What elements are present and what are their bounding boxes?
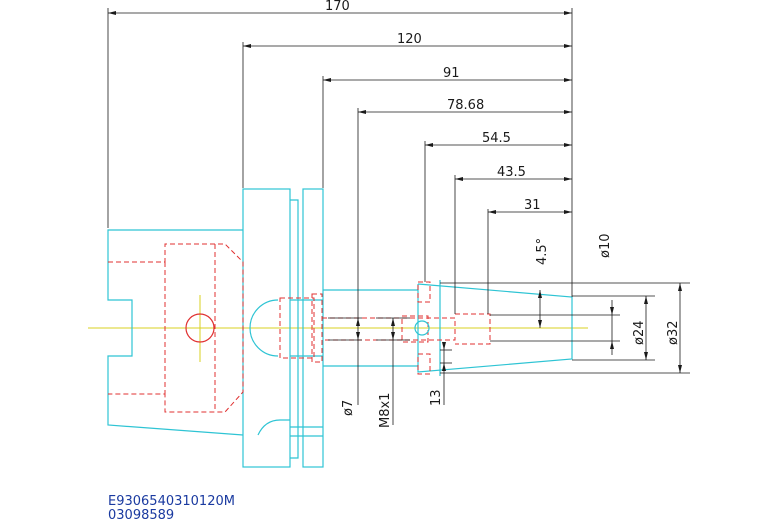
dim-angle: 4.5°: [535, 238, 550, 265]
dim-dia-32: ø32: [666, 321, 681, 346]
dimension-arrows: [108, 11, 572, 214]
dim-170: 170: [325, 0, 350, 14]
bore-circle: [414, 320, 430, 336]
drive-slot-circle: [185, 313, 215, 343]
part-number-line1: E9306540310120M: [108, 494, 235, 509]
dim-dia-10: ø10: [598, 234, 613, 259]
dim-91: 91: [443, 66, 460, 81]
dim-m8x1: M8x1: [378, 393, 393, 428]
dim-43-5: 43.5: [497, 165, 526, 180]
bottom-dimension-arrows: [356, 318, 446, 371]
right-dimension-arrows: [538, 283, 682, 373]
dim-dia-24: ø24: [632, 321, 647, 346]
dim-31: 31: [524, 198, 541, 213]
part-number-line2: 03098589: [108, 508, 174, 523]
dim-78-68: 78.68: [447, 98, 484, 113]
bottom-dimension-lines: [328, 317, 452, 425]
dim-120: 120: [397, 32, 422, 47]
part-outline: [107, 188, 573, 468]
dimension-lines: [107, 8, 573, 320]
dim-54-5: 54.5: [482, 131, 511, 146]
dim-dia-7: ø7: [341, 400, 356, 416]
dim-13: 13: [429, 389, 444, 406]
